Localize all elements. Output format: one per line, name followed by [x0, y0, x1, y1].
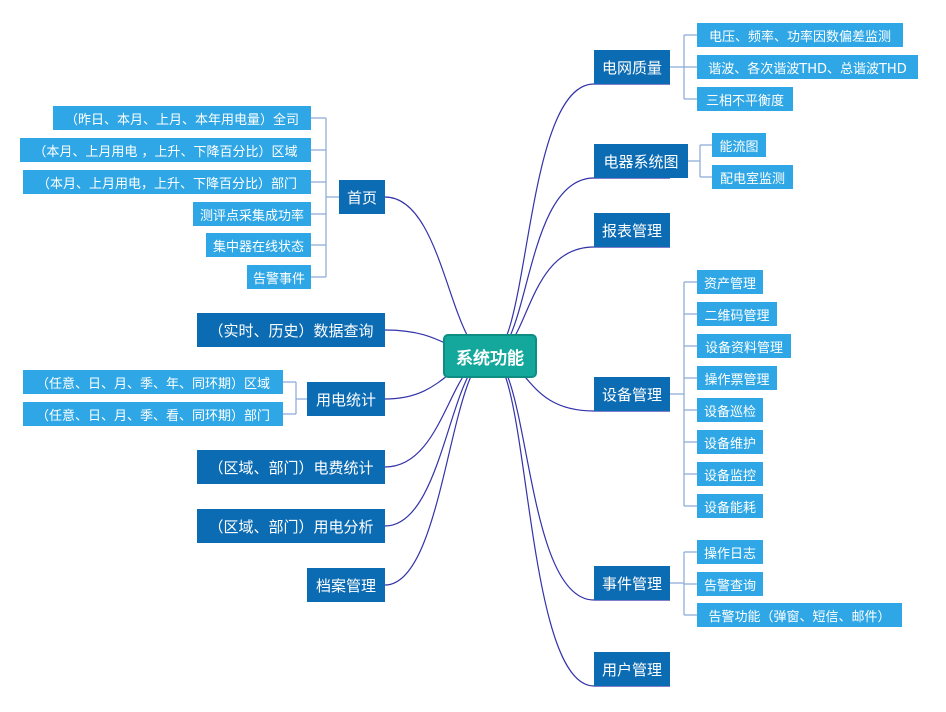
leaf-device-maintenance[interactable]: 设备维护 [697, 430, 763, 454]
bracket-power-quality [670, 34, 697, 100]
node-report-management[interactable]: 报表管理 [594, 213, 670, 247]
bracket-home [311, 117, 339, 278]
bracket-power-statistics [283, 381, 307, 415]
leaf-voltage-monitoring[interactable]: 电压、频率、功率因数偏差监测 [697, 23, 903, 47]
leaf-alarm-events[interactable]: 告警事件 [247, 265, 311, 289]
node-fee-statistics[interactable]: （区域、部门）电费统计 [197, 450, 385, 484]
leaf-qrcode-management[interactable]: 二维码管理 [697, 302, 777, 326]
leaf-stat-region[interactable]: （任意、日、月、季、年、同环期）区域 [23, 370, 283, 394]
node-data-query[interactable]: （实时、历史）数据查询 [197, 313, 385, 347]
bracket-event-management [670, 551, 697, 616]
leaf-work-ticket[interactable]: 操作票管理 [697, 366, 777, 390]
node-event-management[interactable]: 事件管理 [594, 566, 670, 600]
leaf-substation-monitoring[interactable]: 配电室监测 [712, 165, 793, 189]
node-archive-management[interactable]: 档案管理 [307, 568, 385, 602]
leaf-region-usage[interactable]: （本月、上月用电 ，上升、下降百分比）区域 [20, 138, 311, 162]
leaf-stat-department[interactable]: （任意、日、月、季、看、同环期）部门 [23, 402, 283, 426]
leaf-device-energy[interactable]: 设备能耗 [697, 494, 763, 518]
branch-line-right-5 [489, 355, 595, 687]
leaf-alarm-function[interactable]: 告警功能（弹窗、短信、邮件） [697, 603, 902, 627]
node-electrical-diagram[interactable]: 电器系统图 [594, 144, 688, 178]
node-home[interactable]: 首页 [339, 180, 385, 214]
node-power-analysis[interactable]: （区域、部门）用电分析 [197, 509, 385, 543]
bracket-device-management [670, 281, 697, 507]
leaf-concentrator-status[interactable]: 集中器在线状态 [206, 233, 311, 257]
leaf-company-usage[interactable]: （昨日、本月、上月、本年用电量）全司 [53, 106, 311, 130]
leaf-device-inspection[interactable]: 设备巡检 [697, 398, 763, 422]
leaf-harmonic-thd[interactable]: 谐波、各次谐波THD、总谐波THD [697, 55, 918, 79]
node-user-management[interactable]: 用户管理 [594, 652, 670, 686]
node-power-statistics[interactable]: 用电统计 [307, 382, 385, 416]
leaf-alarm-query[interactable]: 告警查询 [697, 572, 763, 596]
branch-line-right-0 [489, 83, 595, 357]
branch-line-left-5 [384, 355, 491, 586]
leaf-operation-log[interactable]: 操作日志 [697, 540, 763, 564]
leaf-three-phase-imbalance[interactable]: 三相不平衡度 [697, 87, 793, 111]
leaf-device-documents[interactable]: 设备资料管理 [697, 334, 791, 358]
root-node[interactable]: 系统功能 [443, 334, 537, 378]
node-device-management[interactable]: 设备管理 [594, 377, 670, 411]
node-power-quality[interactable]: 电网质量 [594, 50, 670, 84]
branch-line-left-0 [384, 196, 491, 357]
bracket-electrical-diagram [688, 144, 712, 178]
leaf-collection-rate[interactable]: 测评点采集成功率 [193, 202, 311, 226]
branch-line-left-4 [384, 355, 491, 527]
branch-line-right-4 [489, 355, 595, 601]
leaf-energy-flow[interactable]: 能流图 [712, 133, 766, 157]
branch-line-right-1 [489, 177, 595, 357]
leaf-department-usage[interactable]: （本月、上月用电，上升、下降百分比）部门 [23, 170, 311, 194]
leaf-device-monitoring[interactable]: 设备监控 [697, 462, 763, 486]
leaf-asset-management[interactable]: 资产管理 [697, 270, 763, 294]
